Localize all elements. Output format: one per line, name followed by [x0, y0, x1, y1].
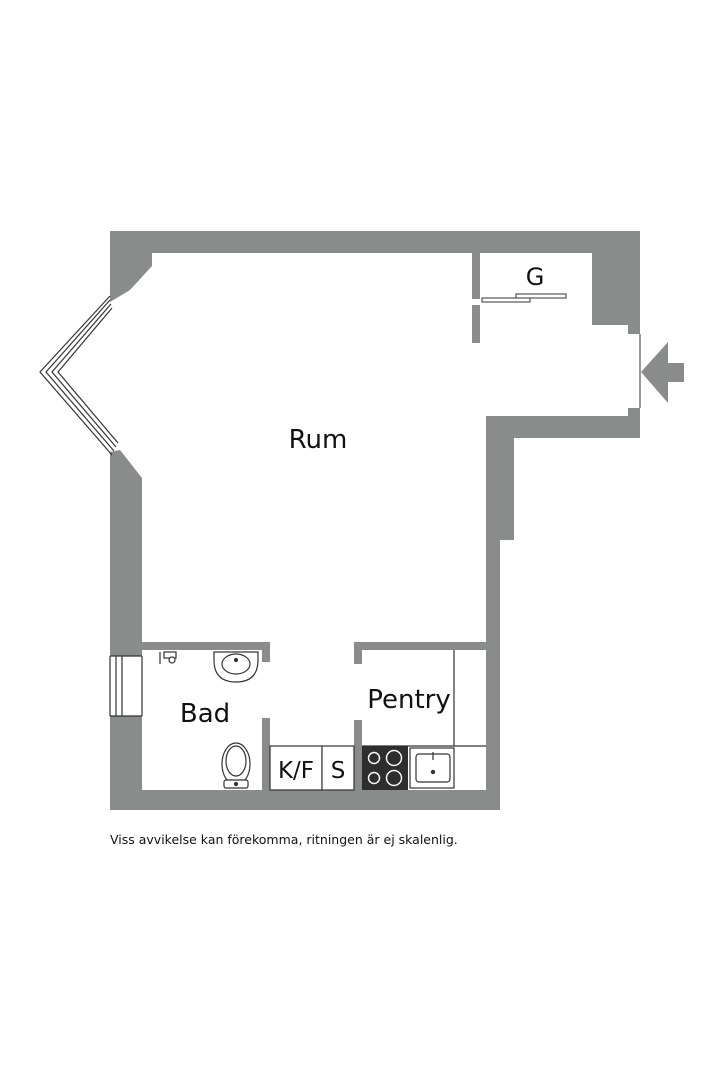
label-skap: S	[331, 758, 346, 784]
cabinets	[269, 745, 355, 791]
wall-left-middle	[110, 450, 270, 662]
bay-window	[39, 295, 119, 456]
disclaimer-text: Viss avvikelse kan förekomma, ritningen …	[110, 832, 458, 847]
entrance-arrow-icon	[641, 342, 684, 403]
entrance	[639, 334, 684, 408]
wall-pentry-left	[354, 720, 362, 790]
kyl-frys-cabinet	[269, 745, 323, 791]
room-label-rum: Rum	[289, 425, 348, 455]
outer-walls	[110, 231, 640, 810]
shower-mixer	[159, 651, 177, 664]
room-label-pentry: Pentry	[367, 685, 451, 715]
wall-garderob-divider	[472, 305, 480, 343]
room-label-garderob: G	[526, 263, 545, 291]
skap-cabinet	[321, 745, 355, 791]
room-label-bad: Bad	[180, 699, 230, 729]
toilet-fixture	[221, 742, 251, 789]
kitchen-sink	[409, 747, 455, 789]
stove	[362, 746, 408, 790]
wall-left-bottom	[110, 408, 640, 810]
sink-fixture	[213, 651, 259, 683]
label-kyl-frys: K/F	[278, 758, 314, 784]
garderob-sliding-doors	[481, 293, 567, 303]
bathroom-window	[109, 655, 143, 717]
stove-fixture	[362, 746, 408, 790]
wall-top	[110, 231, 640, 334]
wall-bathroom-right	[262, 718, 270, 790]
